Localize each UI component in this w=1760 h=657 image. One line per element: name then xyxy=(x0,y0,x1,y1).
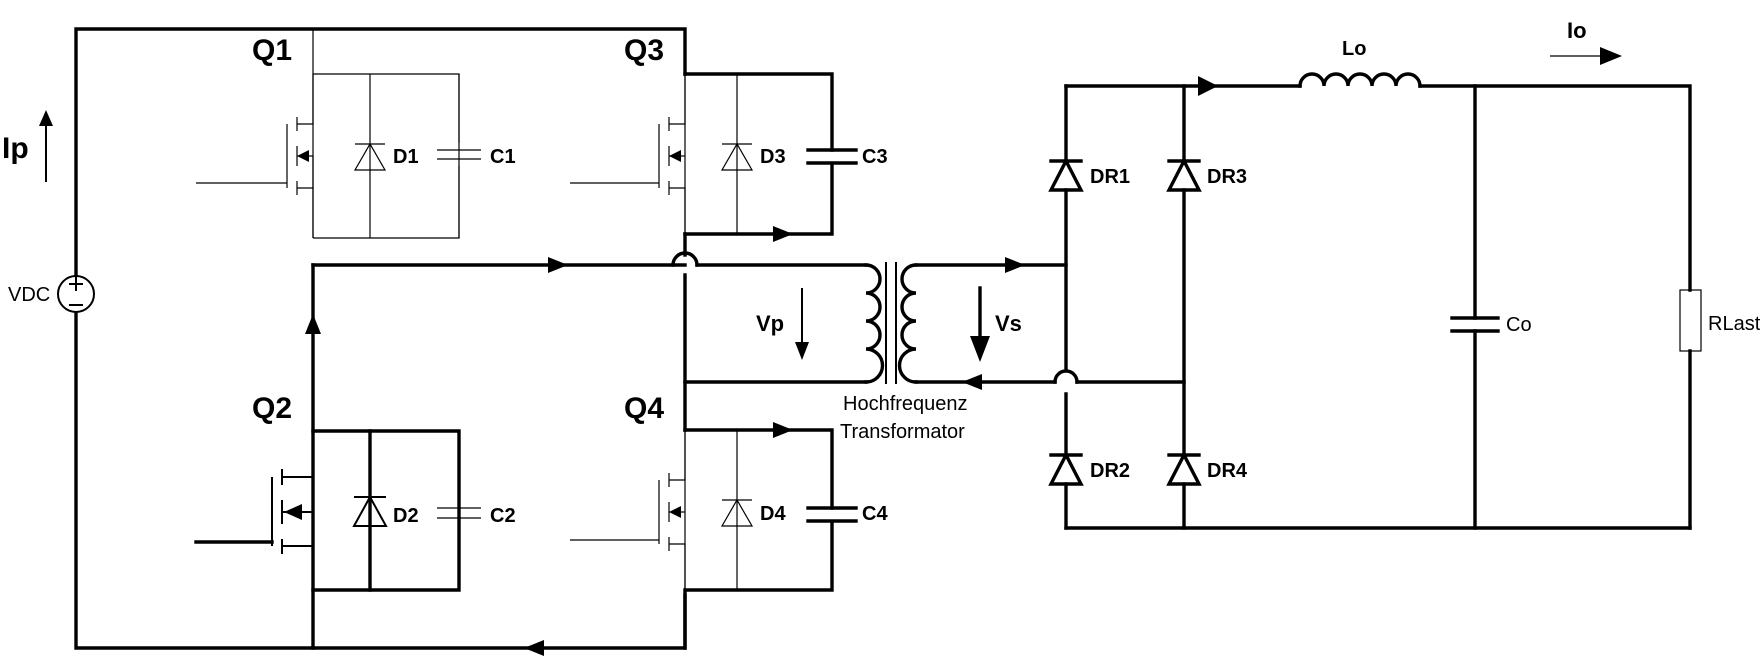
transformer-primary-winding xyxy=(695,263,885,384)
io-arrow xyxy=(1550,47,1622,65)
d1-label: D1 xyxy=(393,146,419,168)
secondary-top-arrow xyxy=(1005,257,1025,273)
d3-label: D3 xyxy=(760,146,786,168)
return-current-arrow xyxy=(524,640,544,656)
vdc-source-symbol xyxy=(57,275,95,313)
right-leg-wiring xyxy=(671,72,868,650)
rlast-label: RLast xyxy=(1708,313,1760,335)
d2-label: D2 xyxy=(393,505,419,527)
bridge-current-arrow-left xyxy=(548,257,568,273)
ip-arrow xyxy=(39,110,53,182)
vdc-label: VDC xyxy=(8,284,50,306)
c3-label: C3 xyxy=(862,146,888,168)
rectifier-output-arrow xyxy=(1198,76,1218,96)
io-label: Io xyxy=(1567,18,1587,43)
transformer-label-line2: Transformator xyxy=(840,421,965,443)
q3-mosfet-symbol xyxy=(570,74,686,234)
transformer-secondary-winding xyxy=(897,263,1068,384)
q4-mosfet-symbol xyxy=(570,430,686,590)
q1-label: Q1 xyxy=(252,34,292,67)
vp-arrow xyxy=(795,288,809,360)
left-leg-wiring xyxy=(311,29,687,650)
ip-label: Ip xyxy=(2,132,29,165)
c4-capacitor-symbol xyxy=(806,506,858,523)
secondary-bottom-arrow xyxy=(962,374,982,390)
d3-diode-symbol xyxy=(720,142,754,171)
d2-diode-symbol xyxy=(352,494,388,527)
q3-current-arrow xyxy=(773,226,793,242)
transformer-core xyxy=(885,262,897,384)
rlast-resistor-symbol xyxy=(1679,289,1702,352)
c1-label: C1 xyxy=(490,146,516,168)
q3-label: Q3 xyxy=(624,34,664,67)
q2-mosfet-symbol xyxy=(194,431,314,590)
q2-label: Q2 xyxy=(252,392,292,425)
d1-diode-symbol xyxy=(353,142,387,171)
dr4-label: DR4 xyxy=(1207,460,1248,482)
transformer-label-line1: Hochfrequenz xyxy=(843,393,968,415)
vs-arrow xyxy=(970,286,990,362)
vp-label: Vp xyxy=(756,311,784,336)
dr3-diode-symbol xyxy=(1166,157,1202,192)
c1-capacitor-symbol xyxy=(437,149,481,160)
output-wiring xyxy=(1418,84,1692,530)
bridge-current-arrow-up xyxy=(305,314,321,334)
q4-label: Q4 xyxy=(624,392,664,425)
vs-label: Vs xyxy=(995,311,1022,336)
dr1-diode-symbol xyxy=(1048,157,1084,192)
c4-label: C4 xyxy=(862,503,888,525)
lo-label: Lo xyxy=(1342,38,1366,60)
dr2-diode-symbol xyxy=(1048,451,1084,486)
dr3-label: DR3 xyxy=(1207,166,1247,188)
dc-input-loop xyxy=(74,27,687,650)
q4-current-arrow xyxy=(773,422,793,438)
dr1-label: DR1 xyxy=(1090,166,1130,188)
co-capacitor-symbol xyxy=(1450,316,1500,333)
co-label: Co xyxy=(1506,314,1532,336)
lo-inductor-symbol xyxy=(1298,72,1422,88)
d4-diode-symbol xyxy=(720,498,754,527)
rectifier-wiring xyxy=(1053,84,1692,530)
q1-mosfet-symbol xyxy=(196,74,314,238)
c2-label: C2 xyxy=(490,505,516,527)
c3-capacitor-symbol xyxy=(806,148,858,165)
d4-label: D4 xyxy=(760,503,786,525)
dr2-label: DR2 xyxy=(1090,460,1130,482)
dr4-diode-symbol xyxy=(1166,451,1202,486)
c2-capacitor-symbol xyxy=(437,431,481,590)
